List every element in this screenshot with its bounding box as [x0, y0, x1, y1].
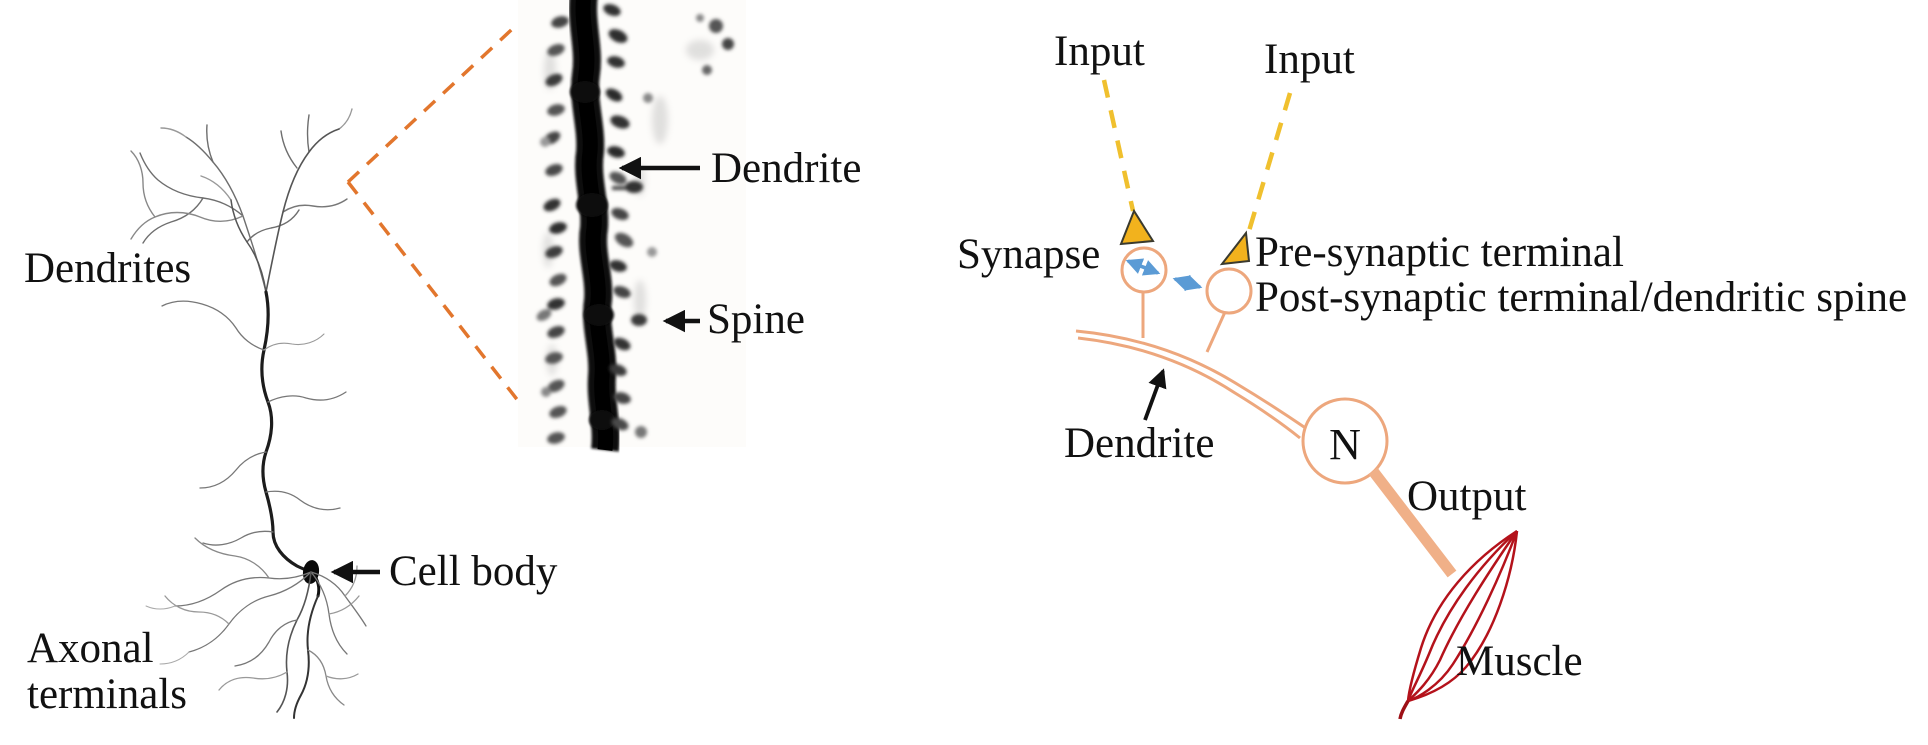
output-axon-line: [1368, 467, 1457, 578]
target-spine: [631, 314, 647, 326]
synapse-label: Synapse: [957, 231, 1101, 278]
cell-body-label: Cell body: [389, 548, 558, 595]
output-label: Output: [1407, 473, 1527, 520]
dendrite-micrograph-inset: [518, 0, 746, 452]
inset-spine-label: Spine: [707, 296, 805, 343]
dendrites-label: Dendrites: [24, 245, 192, 292]
dendrite-pointer-arrow: [1143, 368, 1167, 421]
input-dashed-lines: [1101, 79, 1293, 232]
postsynaptic-spine-right: [1205, 267, 1253, 315]
spine-neck-right: [1205, 311, 1227, 353]
zoom-callout-dashes: [346, 4, 549, 440]
inset-dendrite-label: Dendrite: [711, 145, 862, 192]
post-synaptic-label: Post-synaptic terminal/dendritic spine: [1255, 274, 1908, 321]
input-dashed-line-right: [1246, 92, 1293, 232]
neuron-n-label: N: [1329, 420, 1361, 469]
dendrite-membrane-curve: [1075, 329, 1308, 440]
axonal-arborization: [145, 537, 367, 719]
neuron-soma-circle: [1301, 397, 1389, 485]
axonal-label-line1: Axonal: [27, 625, 154, 672]
muscle-label: Muscle: [1456, 638, 1583, 685]
right-dendrite-label: Dendrite: [1064, 420, 1215, 467]
dendritic-spines: [536, 3, 734, 444]
postsynaptic-spine-left: [1120, 246, 1168, 294]
axonal-label-line2: terminals: [27, 671, 188, 718]
synapse-signal-arrow-right: [1172, 274, 1203, 292]
presynaptic-triangle-right: [1219, 230, 1251, 266]
input-right-label: Input: [1264, 36, 1355, 83]
apical-dendrite-trunk: [260, 290, 315, 575]
input-left-label: Input: [1054, 28, 1145, 75]
synapse-signal-arrow-left: [1125, 258, 1161, 276]
presynaptic-triangle-left: [1119, 208, 1155, 246]
pre-synaptic-label: Pre-synaptic terminal: [1255, 229, 1624, 276]
neuron-drawing: [130, 108, 367, 719]
input-dashed-line-left: [1101, 79, 1136, 212]
muscle-spindle: [1398, 529, 1519, 720]
